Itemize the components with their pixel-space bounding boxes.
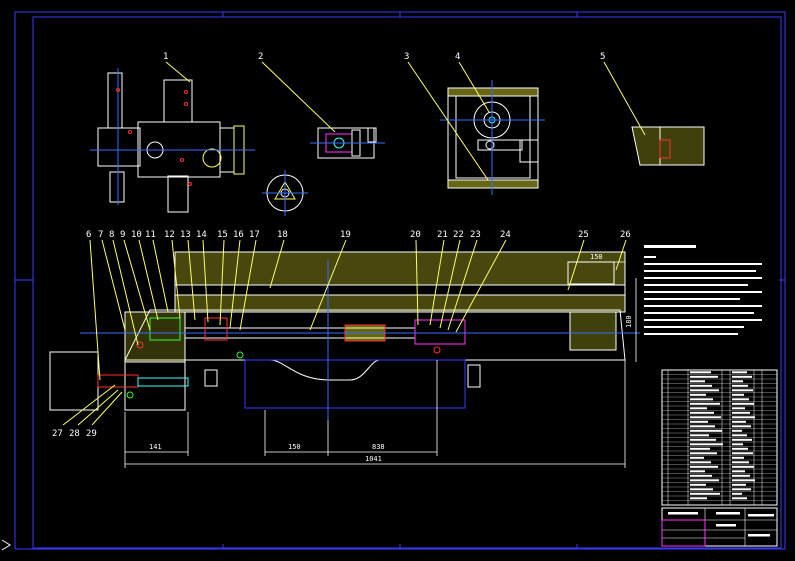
balloon-16: 16 xyxy=(233,230,244,240)
balloon-15: 15 xyxy=(217,230,228,240)
dimensions xyxy=(124,261,637,468)
balloon-1: 1 xyxy=(163,52,168,62)
view-3-4 xyxy=(440,80,545,195)
balloon-21: 21 xyxy=(437,230,448,240)
balloon-11: 11 xyxy=(145,230,156,240)
balloon-22: 22 xyxy=(453,230,464,240)
dim-150: 150 xyxy=(288,443,301,451)
balloon-4: 4 xyxy=(455,52,460,62)
balloon-5: 5 xyxy=(600,52,605,62)
balloon-28: 28 xyxy=(69,429,80,439)
dim-838: 838 xyxy=(372,443,385,451)
balloon-7: 7 xyxy=(98,230,103,240)
dim-180: 180 xyxy=(625,315,633,328)
balloon-18: 18 xyxy=(277,230,288,240)
balloon-29: 29 xyxy=(86,429,97,439)
inner-border xyxy=(32,16,782,549)
balloon-8: 8 xyxy=(109,230,114,240)
view-2 xyxy=(310,127,385,159)
view-1 xyxy=(90,68,255,213)
dim-141: 141 xyxy=(149,443,162,451)
main-body-top xyxy=(174,251,626,313)
dim-1041: 1041 xyxy=(365,455,382,463)
balloon-27: 27 xyxy=(52,429,63,439)
balloon-14: 14 xyxy=(196,230,207,240)
balloon-20: 20 xyxy=(410,230,421,240)
balloon-25: 25 xyxy=(578,230,589,240)
balloon-24: 24 xyxy=(500,230,511,240)
section-circle-view xyxy=(262,170,308,216)
balloon-2: 2 xyxy=(258,52,263,62)
technical-notes xyxy=(644,245,762,335)
parts-list-table xyxy=(661,369,778,506)
balloon-3: 3 xyxy=(404,52,409,62)
drawing-frame xyxy=(1,11,786,551)
dimension-labels: 141 150 838 1041 150 180 xyxy=(149,253,633,463)
balloon-17: 17 xyxy=(249,230,260,240)
balloon-9: 9 xyxy=(120,230,125,240)
dim-150-top: 150 xyxy=(590,253,603,261)
title-block xyxy=(661,507,778,547)
top-balloons: 1 2 3 4 5 xyxy=(163,52,605,62)
balloon-26: 26 xyxy=(620,230,631,240)
balloon-12: 12 xyxy=(164,230,175,240)
top-leaders xyxy=(165,61,646,181)
balloon-23: 23 xyxy=(470,230,481,240)
main-assembly xyxy=(49,251,640,420)
balloon-10: 10 xyxy=(131,230,142,240)
balloon-13: 13 xyxy=(180,230,191,240)
corner-arrow-icon xyxy=(1,539,11,551)
balloon-6: 6 xyxy=(86,230,91,240)
balloon-19: 19 xyxy=(340,230,351,240)
view-5 xyxy=(631,126,705,166)
main-leaders xyxy=(62,239,627,426)
main-balloons: 6 7 8 9 10 11 12 13 14 15 16 17 18 19 20… xyxy=(52,230,631,439)
